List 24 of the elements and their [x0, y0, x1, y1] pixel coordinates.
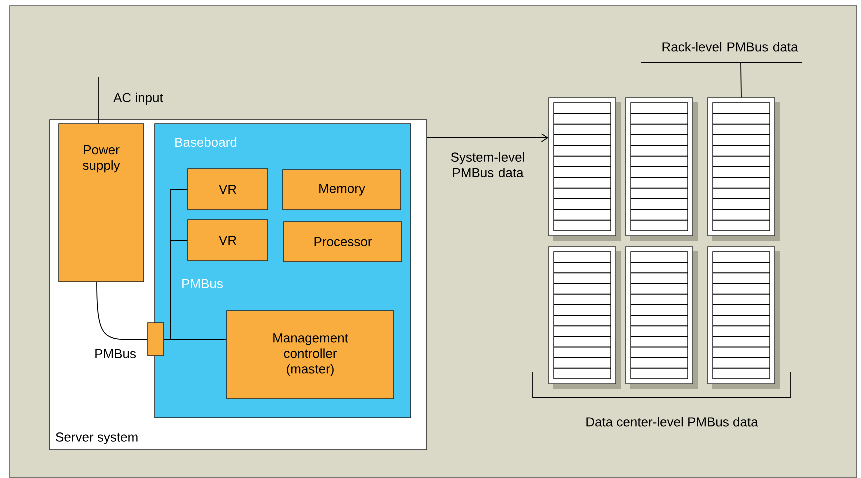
rack-drawing: [626, 246, 698, 389]
bus-line: [164, 339, 228, 340]
rack-drawing: [708, 98, 780, 241]
vr-box: VR: [188, 168, 268, 210]
leader-line: [98, 76, 100, 124]
bus-label: PMBus: [182, 279, 223, 289]
caption-text: Data center-level PMBus data: [586, 417, 758, 427]
leader-line: [640, 62, 802, 98]
arrow: [426, 134, 549, 142]
rack-drawing: [548, 98, 621, 241]
edge-label: AC input: [114, 92, 164, 106]
rack-drawing: [548, 246, 621, 389]
vr-box: VR: [188, 220, 268, 262]
power-supply-box: Power supply: [58, 124, 144, 282]
connector-box: [148, 322, 164, 356]
rack-drawing: [708, 246, 780, 389]
bus-label: PMBus: [96, 349, 136, 359]
bus-line: [96, 282, 148, 340]
memory-box: Memory: [282, 170, 402, 210]
leader-text: Rack-level PMBus data: [662, 42, 798, 52]
processor-box: Processor: [284, 222, 402, 262]
controller-box: Management controller (master): [226, 310, 394, 400]
edge-label: System-level PMBus data: [442, 151, 534, 179]
rack-drawing: [626, 98, 698, 241]
